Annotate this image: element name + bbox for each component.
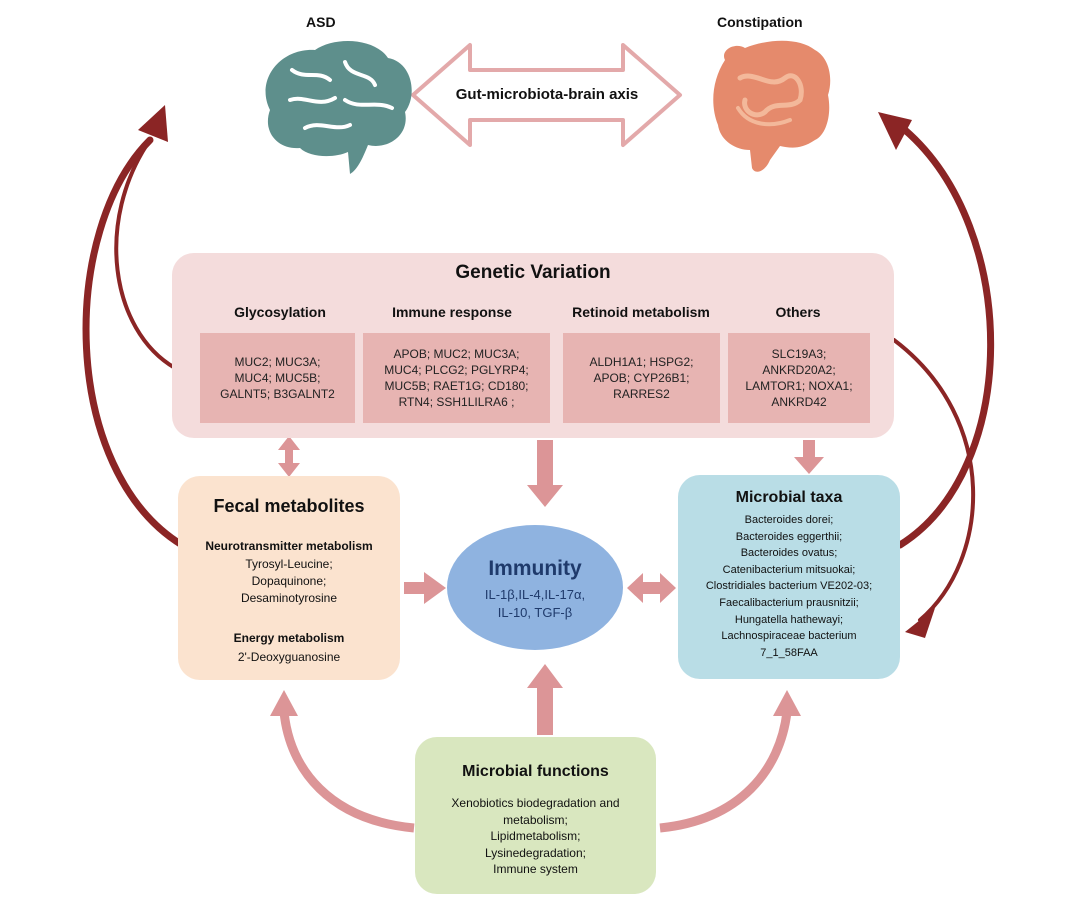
metabolite-item: Dopaquinone; [251, 574, 327, 588]
energy-metabolism-heading: Energy metabolism [233, 631, 345, 645]
gv-box-retinoid: ALDH1A1; HSPG2; APOB; CYP26B1; RARRES2 [563, 333, 720, 423]
genetic-variation-title: Genetic Variation [455, 262, 611, 283]
axis-double-arrow [411, 43, 682, 147]
taxon-item: Lachnospiraceae bacterium [721, 630, 857, 643]
gv-box-glycosylation: MUC2; MUC3A; MUC4; MUC5B; GALNT5; B3GALN… [200, 333, 355, 423]
curved-arrow-functions-to-taxa [659, 711, 792, 833]
gv-line: RARRES2 [613, 387, 670, 401]
gv-line: RTN4; SSH1LILRA6 ; [398, 395, 515, 409]
metabolite-item: Desaminotyrosine [240, 591, 338, 605]
taxon-item: 7_1_58FAA [760, 646, 818, 659]
gv-line: ANKRD42 [771, 395, 827, 409]
function-item: Lipidmetabolism; [490, 829, 581, 844]
gv-line: APOB; MUC2; MUC3A; [393, 347, 520, 361]
energy-metabolism-list: 2'-Deoxyguanosine [178, 649, 400, 666]
taxon-item: Bacteroides ovatus; [740, 547, 838, 560]
function-item: Immune system [493, 862, 578, 877]
arrowhead-constipation [878, 112, 912, 150]
microbial-functions-box [415, 737, 656, 894]
constipation-label: Constipation [717, 14, 803, 30]
gv-line: MUC2; MUC3A; [234, 355, 321, 369]
gv-heading-immune-response: Immune response [392, 304, 512, 320]
taxon-item: Clostridiales bacterium VE202-03; [705, 580, 873, 593]
axis-label: Gut-microbiota-brain axis [455, 86, 639, 103]
taxon-item: Bacteroides eggerthii; [735, 530, 843, 543]
curved-arrow-fecal-to-asd [82, 136, 186, 549]
microbial-functions-title: Microbial functions [462, 763, 609, 780]
cytokine-line: IL-1β,IL-4,IL-17α, [484, 587, 586, 602]
gv-line: GALNT5; B3GALNT2 [220, 387, 335, 401]
gv-line: ANKRD20A2; [762, 363, 836, 377]
neurotransmitter-list: Tyrosyl-Leucine; Dopaquinone; Desaminoty… [178, 556, 400, 607]
fecal-metabolites-box [178, 476, 400, 680]
function-item: metabolism; [503, 812, 568, 827]
immunity-title: Immunity [488, 557, 582, 580]
gv-line: APOB; CYP26B1; [593, 371, 690, 385]
fecal-metabolites-title: Fecal metabolites [213, 496, 365, 516]
gv-line: MUC5B; RAET1G; CD180; [384, 379, 529, 393]
microbial-functions-list: Xenobiotics biodegradation and metabolis… [415, 795, 656, 878]
taxon-item: Catenibacterium mitsuokai; [722, 563, 856, 576]
neurotransmitter-heading: Neurotransmitter metabolism [205, 539, 373, 553]
taxon-item: Bacteroides dorei; [744, 514, 834, 526]
gv-line: LAMTOR1; NOXA1; [745, 379, 853, 393]
curved-arrow-genetic-to-taxa [892, 338, 975, 622]
gut-icon [713, 40, 831, 172]
immunity-ellipse [447, 525, 623, 650]
cytokine-line: IL-10, TGF-β [497, 605, 573, 620]
arrowhead-asd [138, 105, 168, 142]
metabolite-item: Tyrosyl-Leucine; [245, 557, 333, 571]
arrowhead-taxa [905, 608, 935, 638]
taxon-item: Hungatella hathewayi; [734, 613, 844, 626]
taxon-item: Faecalibacterium prausnitzii; [719, 596, 859, 609]
arrow-genetic-to-immunity [527, 440, 563, 507]
gv-box-others: SLC19A3; ANKRD20A2; LAMTOR1; NOXA1; ANKR… [728, 333, 870, 423]
immunity-cytokines: IL-1β,IL-4,IL-17α, IL-10, TGF-β [447, 586, 623, 622]
curved-arrow-taxa-to-constipation [896, 126, 995, 549]
microbial-taxa-list: Bacteroides dorei; Bacteroides eggerthii… [678, 512, 900, 661]
microbial-taxa-title: Microbial taxa [735, 489, 843, 506]
arrowhead-taxa-light [773, 690, 801, 716]
arrow-functions-to-immunity [527, 664, 563, 735]
double-arrow-genetic-fecal [278, 436, 300, 477]
brain-icon [265, 40, 412, 174]
gv-heading-glycosylation: Glycosylation [234, 304, 326, 320]
function-item: Xenobiotics biodegradation and [451, 796, 620, 810]
arrowhead-fecal [270, 690, 298, 716]
arrow-genetic-to-taxa [794, 440, 824, 474]
gv-line: ALDH1A1; HSPG2; [589, 355, 694, 369]
gv-line: SLC19A3; [771, 347, 827, 361]
gv-heading-retinoid: Retinoid metabolism [572, 304, 710, 320]
gv-heading-others: Others [775, 304, 821, 320]
gv-box-immune-response: APOB; MUC2; MUC3A; MUC4; PLCG2; PGLYRP4;… [363, 333, 550, 423]
curved-arrow-functions-to-fecal [279, 711, 415, 833]
function-item: Lysinedegradation; [485, 845, 586, 860]
arrow-fecal-to-immunity [404, 572, 446, 604]
gv-line: MUC4; PLCG2; PGLYRP4; [384, 363, 529, 377]
asd-label: ASD [306, 14, 336, 30]
double-arrow-immunity-taxa [627, 573, 676, 603]
metabolite-item: 2'-Deoxyguanosine [237, 650, 341, 664]
curved-arrow-genetic-to-asd [114, 138, 177, 370]
gv-line: MUC4; MUC5B; [234, 371, 321, 385]
microbial-taxa-box [678, 475, 900, 679]
